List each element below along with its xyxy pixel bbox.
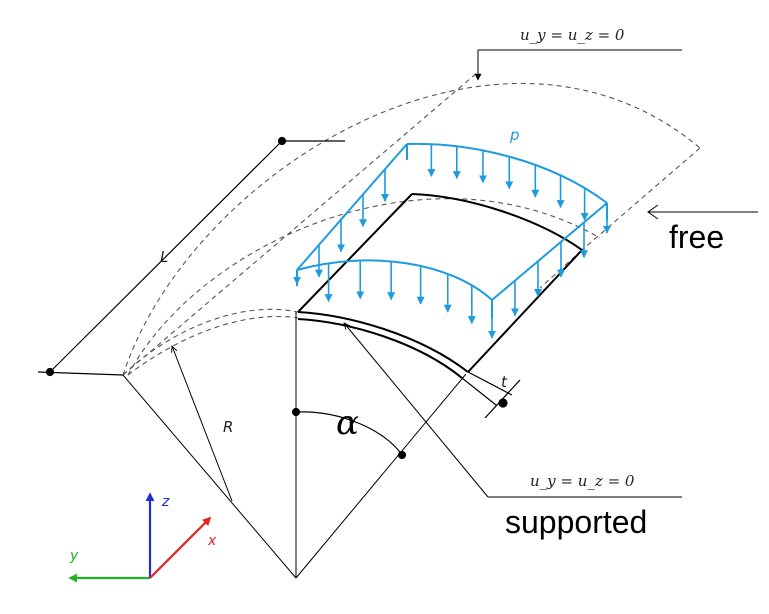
- thickness-dimension: [461, 371, 521, 419]
- panel-front-arc-outer: [297, 311, 469, 373]
- angle-dimension: [291, 407, 407, 460]
- angle-arc: [295, 411, 403, 456]
- front-upper-arc-dashed: [122, 308, 299, 376]
- coordinate-axes: x y z: [68, 492, 217, 583]
- panel-front-arc-inner: [297, 318, 463, 379]
- z-axis-label: z: [161, 494, 170, 510]
- free-edge-label: free: [669, 219, 724, 255]
- x-axis-label: x: [207, 533, 217, 549]
- center-to-right-edge: [295, 373, 467, 579]
- panel-back-arc: [411, 193, 583, 251]
- right-generator-dashed: [581, 147, 701, 251]
- top-boundary-condition: u_y = u_z = 0: [520, 26, 625, 44]
- angle-dot-right: [397, 450, 407, 460]
- free-leader-arrow: [647, 204, 659, 220]
- angle-label: α: [336, 403, 359, 443]
- x-axis-arrow: [149, 516, 212, 579]
- radius-R-arrow: [172, 346, 233, 502]
- shell-panel: [297, 193, 583, 379]
- thickness-label: t: [501, 373, 508, 391]
- load-top-back-arc: [406, 142, 608, 204]
- angle-dot-left: [291, 407, 301, 417]
- center-to-left-edge: [122, 374, 297, 579]
- length-dimension: [37, 136, 345, 377]
- panel-left-edge: [297, 193, 413, 313]
- construction-lines: [122, 49, 758, 579]
- bottom-boundary-condition: u_y = u_z = 0: [530, 472, 635, 490]
- load-top-left-edge: [296, 143, 408, 271]
- length-dot-top: [277, 136, 287, 146]
- pressure-label: p: [509, 126, 520, 144]
- radius-label: R: [223, 418, 233, 436]
- pressure-load: [293, 142, 611, 339]
- hidden-geometry: [122, 71, 701, 376]
- radius-inner-arrow: [344, 323, 489, 498]
- y-axis-label: y: [69, 548, 79, 564]
- length-dot-bottom: [45, 367, 55, 377]
- left-generator-dashed: [122, 71, 479, 376]
- panel-right-edge: [467, 249, 583, 373]
- length-label: L: [160, 248, 168, 266]
- front-lower-arc-dashed: [127, 315, 299, 376]
- thickness-ext-2: [461, 377, 497, 406]
- thickness-ext-1: [467, 371, 513, 396]
- load-top-front-arc: [296, 259, 493, 301]
- length-dim-line: [49, 140, 283, 373]
- back-outer-arc: [122, 82, 701, 376]
- thickness-dot: [498, 398, 508, 408]
- back-inner-arc: [127, 198, 601, 376]
- supported-edge-label: supported: [505, 504, 647, 540]
